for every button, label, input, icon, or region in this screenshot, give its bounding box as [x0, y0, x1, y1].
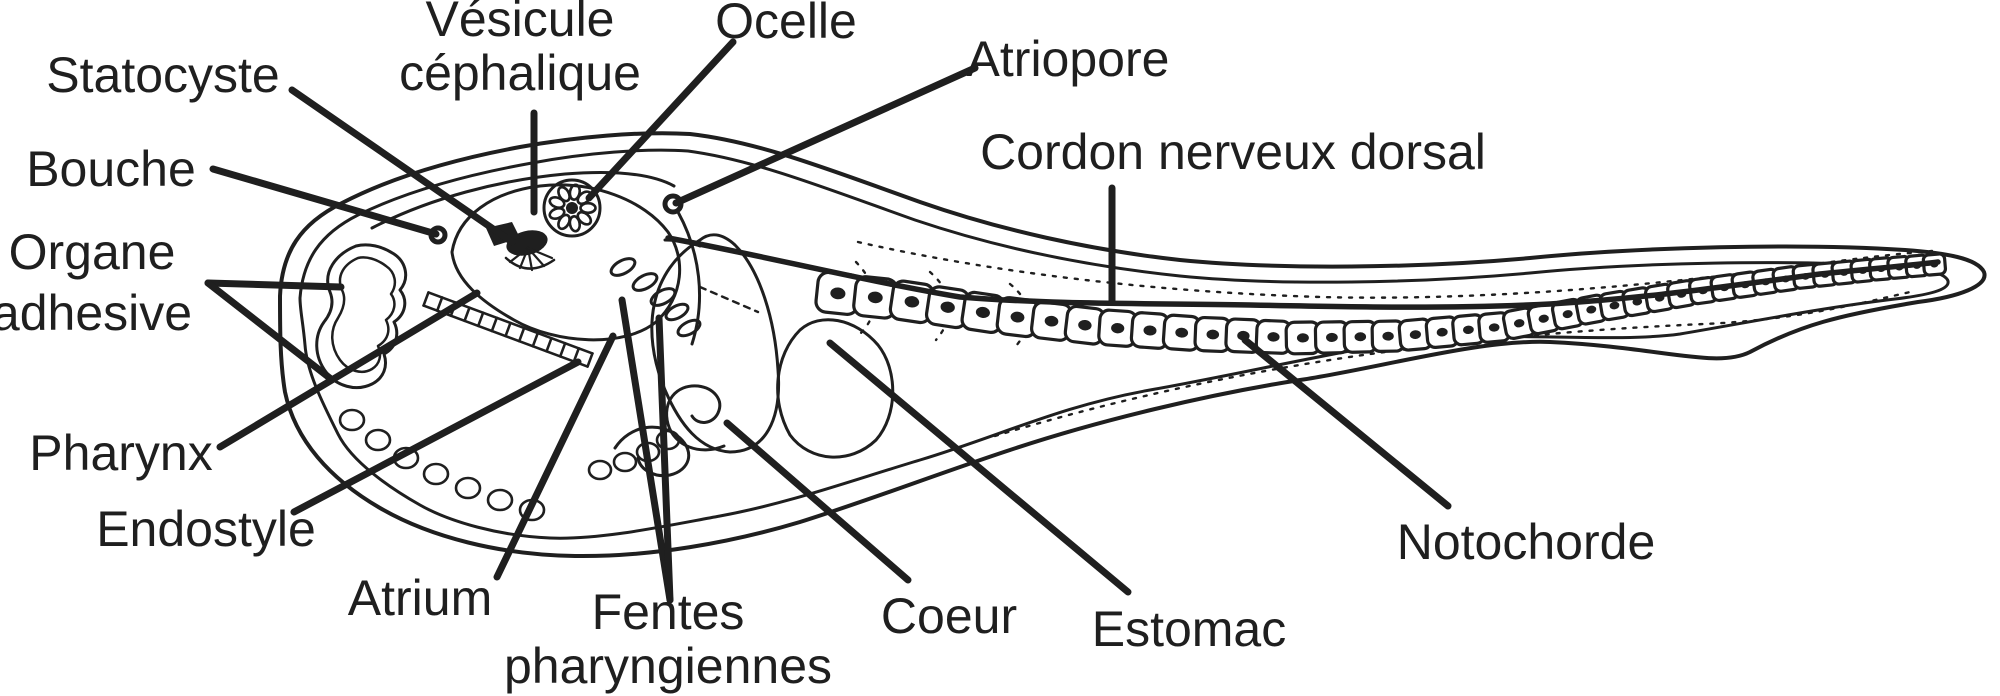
ventral-cell — [338, 408, 366, 432]
label-statocyste: Statocyste — [46, 47, 279, 103]
leader-fentes-pharyngiennes — [618, 296, 674, 604]
leader-organe-adhesive — [204, 279, 345, 291]
ventral-cell — [655, 429, 681, 451]
ocellus-petals — [548, 183, 597, 233]
label-ocelle-line0: Ocelle — [715, 0, 857, 49]
notochord-cell — [1397, 317, 1434, 352]
label-ocelle: Ocelle — [715, 0, 857, 49]
label-notochorde: Notochorde — [1397, 514, 1656, 570]
notochord-cell — [1254, 318, 1293, 355]
label-estomac-line0: Estomac — [1092, 601, 1287, 657]
leader-atrium — [493, 332, 617, 581]
ocellus-petal — [568, 183, 582, 201]
leader-fentes-pharyngiennes — [655, 314, 674, 604]
label-cordon-nerveux-dorsal: Cordon nerveux dorsal — [980, 124, 1486, 180]
label-organe-adhesive-line1: adhesive — [0, 285, 192, 341]
head-tunic-arc — [370, 171, 676, 230]
ventral-cell-chain — [338, 408, 681, 522]
label-vesicule-cephalique-line0: Vésicule — [426, 0, 615, 47]
stomach-lobe — [776, 318, 895, 459]
notochord-cell — [1477, 311, 1512, 344]
ventral-cell — [454, 476, 482, 500]
body-outline — [278, 131, 1987, 559]
notochord-cell — [1063, 304, 1107, 346]
ventral-cell — [612, 451, 638, 473]
muscle-segment-arc — [928, 270, 951, 342]
leader-ocelle — [585, 38, 737, 202]
label-estomac: Estomac — [1092, 601, 1287, 657]
ocellus — [542, 178, 602, 238]
label-endostyle-line0: Endostyle — [96, 501, 316, 557]
adhesive-organ-outer — [315, 243, 408, 389]
ocellus-center — [566, 202, 578, 214]
label-pharynx-line0: Pharynx — [29, 425, 212, 481]
notochord-cell — [1424, 315, 1460, 349]
leader-statocyste — [288, 86, 516, 246]
ventral-cell — [364, 428, 392, 452]
atrial-cavity-line — [676, 210, 701, 346]
notochord-cell — [1193, 315, 1233, 354]
heart-curl — [665, 384, 726, 452]
ocellus-petal — [557, 185, 571, 203]
leader-pharynx — [216, 289, 481, 451]
ocellus-petal — [548, 207, 566, 220]
label-bouche: Bouche — [26, 141, 196, 197]
label-notochorde-line0: Notochorde — [1397, 514, 1656, 570]
label-organe-adhesive-line0: Organe — [9, 224, 176, 280]
label-vesicule-cephalique-line1: céphalique — [399, 45, 641, 101]
label-atrium: Atrium — [348, 570, 492, 626]
muscle-segment-arc — [854, 260, 877, 336]
outer-body-outline — [278, 131, 1987, 559]
leader-atriopore — [672, 64, 979, 207]
ocellus-petal — [579, 201, 597, 215]
notochord-cell — [1342, 319, 1379, 354]
gut-dashed-line — [698, 285, 760, 314]
cephalic-vesicle-outline — [450, 183, 682, 342]
ventral-cell — [422, 462, 450, 486]
label-atriopore: Atriopore — [967, 31, 1170, 87]
leader-lines — [204, 38, 1452, 604]
label-coeur: Coeur — [881, 588, 1017, 644]
label-cordon-nerveux-dorsal-line0: Cordon nerveux dorsal — [980, 124, 1486, 180]
ventral-cell — [486, 488, 514, 512]
ocellus-ring — [542, 178, 602, 238]
leader-organe-adhesive — [204, 279, 335, 383]
endostyle-band — [422, 291, 594, 368]
adhesive-organ-inner — [331, 256, 397, 373]
leader-estomac — [826, 339, 1132, 596]
ocellus-petal — [576, 210, 593, 226]
label-pharynx: Pharynx — [29, 425, 212, 481]
ocellus-petal — [557, 213, 571, 231]
ocellus-petal — [548, 196, 566, 209]
label-atriopore-line0: Atriopore — [967, 31, 1170, 87]
ocellus-petal — [568, 215, 582, 233]
label-fentes-pharyngiennes-line0: Fentes — [592, 584, 745, 640]
ventral-cell — [587, 459, 613, 481]
dorsal-nerve-cord-line — [665, 235, 1941, 310]
notochord-cell — [1284, 320, 1322, 356]
label-atrium-line0: Atrium — [348, 570, 492, 626]
leader-notochorde — [1241, 336, 1452, 510]
notochord-cell — [1029, 300, 1074, 342]
inner-body-outline — [298, 148, 1950, 540]
leader-endostyle — [290, 358, 582, 516]
label-statocyste-line0: Statocyste — [46, 47, 279, 103]
leader-coeur — [723, 419, 912, 584]
gill-slits — [609, 257, 702, 338]
notochord-cell — [1129, 311, 1171, 350]
label-endostyle: Endostyle — [96, 501, 316, 557]
label-fentes-pharyngiennes-line1: pharyngiennes — [504, 638, 832, 694]
statocyst-fan-lines — [508, 246, 554, 272]
leader-bouche — [209, 165, 440, 238]
label-bouche-line0: Bouche — [26, 141, 196, 197]
label-coeur-line0: Coeur — [881, 588, 1017, 644]
